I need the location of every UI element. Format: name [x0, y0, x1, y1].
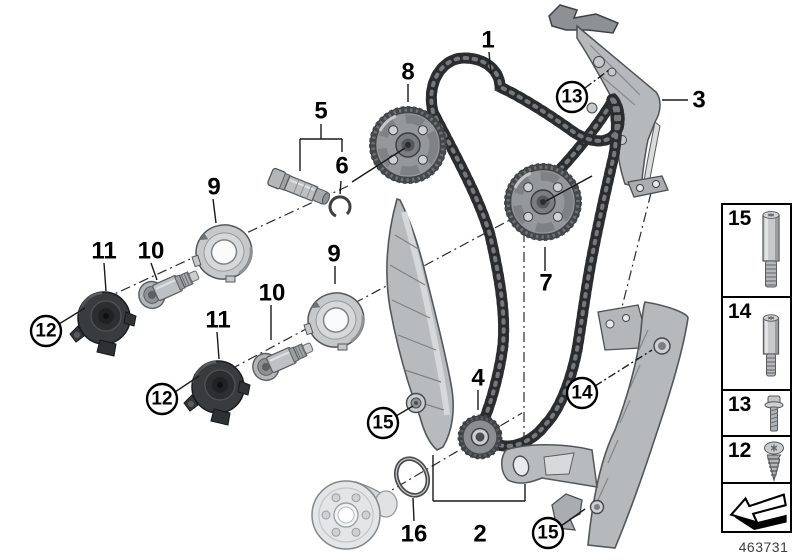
callout-9[interactable]: 9	[207, 174, 220, 201]
camshaft-bolt	[267, 167, 331, 205]
svg-text:13: 13	[561, 87, 582, 108]
legend-item-14[interactable]: 14	[721, 296, 792, 391]
camshaft-adapter-a	[133, 261, 205, 314]
callout-6[interactable]: 6	[335, 153, 348, 180]
callout-13-circled[interactable]: 13	[555, 80, 589, 114]
svg-text:9: 9	[207, 174, 220, 201]
callout-5[interactable]: 5	[314, 98, 327, 125]
intake-vanos-sprocket	[371, 108, 446, 183]
callout-4[interactable]: 4	[471, 365, 485, 392]
callout-1[interactable]: 1	[481, 27, 494, 54]
legend-item-15[interactable]: 15	[721, 203, 792, 298]
callout-10[interactable]: 10	[259, 280, 286, 307]
callout-2[interactable]: 2	[473, 521, 486, 548]
legend-label: 13	[728, 393, 752, 416]
legend-label: 14	[728, 300, 752, 323]
callout-7[interactable]: 7	[539, 270, 552, 297]
standoff-bolt-short-icon	[762, 314, 780, 377]
svg-text:15: 15	[372, 413, 394, 434]
callout-14-circled[interactable]: 14	[565, 376, 599, 410]
svg-text:6: 6	[335, 153, 348, 180]
svg-text:11: 11	[205, 307, 230, 334]
callout-8[interactable]: 8	[401, 59, 414, 86]
svg-text:3: 3	[692, 87, 705, 114]
crankshaft-hub	[311, 480, 398, 550]
crankshaft-sprocket	[457, 414, 503, 460]
snap-ring	[328, 195, 352, 218]
svg-text:5: 5	[314, 98, 327, 125]
legend-label: 12	[728, 439, 752, 462]
svg-text:8: 8	[401, 59, 414, 86]
svg-text:4: 4	[471, 365, 485, 392]
legend-item-13[interactable]: 13	[721, 389, 792, 437]
svg-text:9: 9	[327, 241, 340, 268]
installation-direction-arrow	[729, 493, 787, 531]
o-ring	[393, 456, 431, 498]
svg-text:1: 1	[481, 27, 494, 54]
svg-text:16: 16	[401, 521, 428, 548]
svg-text:15: 15	[537, 523, 559, 544]
callout-15-circled[interactable]: 15	[531, 516, 565, 550]
callout-12-circled[interactable]: 12	[145, 382, 179, 416]
sensor-wheel-a	[183, 216, 262, 294]
svg-text:10: 10	[259, 280, 286, 307]
callout-16[interactable]: 16	[401, 521, 428, 548]
standoff-bolt-long-icon	[762, 211, 780, 288]
vanos-solenoid-b	[182, 359, 252, 427]
legend-item-12[interactable]: 12	[721, 435, 792, 484]
callout-3[interactable]: 3	[692, 87, 705, 114]
part-number: 463731	[738, 539, 789, 555]
callout-11[interactable]: 11	[91, 238, 116, 265]
leader-lines	[58, 51, 688, 527]
svg-text:12: 12	[35, 321, 56, 342]
svg-text:12: 12	[151, 389, 172, 410]
svg-text:10: 10	[138, 238, 165, 265]
vanos-solenoid-a	[68, 290, 138, 358]
camshaft-adapter-b	[247, 333, 319, 386]
svg-text:14: 14	[571, 383, 593, 404]
slide-rail	[386, 197, 454, 451]
callout-11[interactable]: 11	[205, 307, 230, 334]
direction-symbol-box	[721, 482, 792, 533]
exhaust-vanos-sprocket	[506, 165, 581, 240]
callout-10[interactable]: 10	[138, 238, 165, 265]
callout-9[interactable]: 9	[327, 241, 340, 268]
callout-15-circled[interactable]: 15	[366, 406, 400, 440]
svg-text:7: 7	[539, 270, 552, 297]
fastener-legend: 15 14 13 12	[721, 203, 792, 533]
tensioner-rail-assembly	[501, 301, 689, 549]
legend-label: 15	[728, 207, 752, 230]
svg-text:2: 2	[473, 521, 486, 548]
svg-text:11: 11	[91, 238, 116, 265]
flange-bolt-icon	[764, 395, 784, 432]
callout-12-circled[interactable]: 12	[29, 314, 63, 348]
self-tapping-screw-icon	[764, 441, 784, 483]
